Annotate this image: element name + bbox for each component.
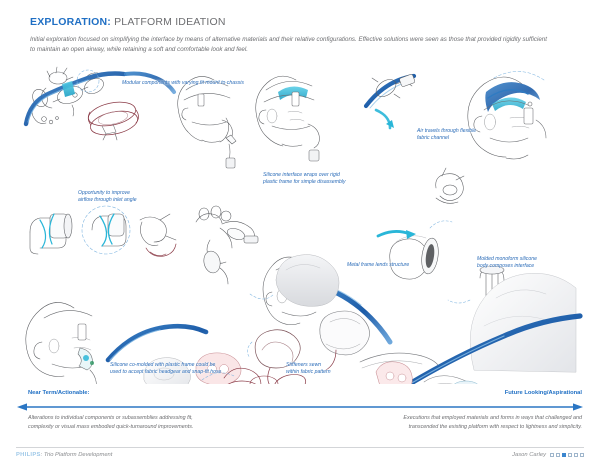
spectrum-desc-near-term: Alterations to individual components or … [28,415,194,430]
page-dot-1[interactable] [550,453,554,457]
page-title-rest: PLATFORM IDEATION [110,16,226,28]
callout-stiffeners-sewn: Stiffeners sewn within fabric pattern [286,362,331,376]
footer-project: PHILIPS: Trio Platform Development [16,452,112,458]
callout-molded-monoform: Molded monoform silicone body composes i… [477,256,537,270]
callout-silicone-interface: Silicone interface wraps over rigid plas… [263,172,346,186]
page-title-accent: EXPLORATION: [30,16,111,28]
page-dot-6[interactable] [580,453,584,457]
page-footer: PHILIPS: Trio Platform Development Jason… [16,452,584,466]
callout-modular-components: Modular components with varying fit moun… [122,80,244,86]
author-name: Jason Carley [512,452,546,458]
page-header: EXPLORATION: PLATFORM IDEATION Initial e… [30,16,570,55]
page-dot-2[interactable] [556,453,560,457]
callout-air-travels: Air travels through flexible fabric chan… [417,128,477,142]
sketch-collage: Modular components with varying fit moun… [14,62,590,384]
page-title: EXPLORATION: PLATFORM IDEATION [30,16,570,28]
footer-author-pager: Jason Carley [512,452,584,458]
page-dot-3[interactable] [562,453,566,457]
callout-metal-frame: Metal frame lends structure [347,262,410,268]
page-indicator[interactable] [550,453,584,457]
spectrum-label-future: Future Looking/Aspirational [504,390,582,396]
spectrum-labels: Near Term/Actionable: Future Looking/Asp… [16,390,584,401]
project-name: : Trio Platform Development [40,452,113,458]
sketch-illustration [23,66,583,384]
spectrum-label-near-term: Near Term/Actionable: [28,390,90,396]
page-dot-4[interactable] [568,453,572,457]
footer-divider [16,447,584,448]
brand-name: PHILIPS [16,452,41,458]
page-dot-5[interactable] [574,453,578,457]
callout-silicone-comolded: Silicone co-molded with plastic frame co… [110,362,222,376]
spectrum-arrow [17,403,583,411]
callout-opportunity-airflow: Opportunity to improve airflow through i… [78,190,137,204]
spectrum-section: Near Term/Actionable: Future Looking/Asp… [16,390,584,438]
spectrum-desc-future: Executions that employed materials and f… [403,415,582,430]
intro-paragraph: Initial exploration focused on simplifyi… [30,36,547,54]
